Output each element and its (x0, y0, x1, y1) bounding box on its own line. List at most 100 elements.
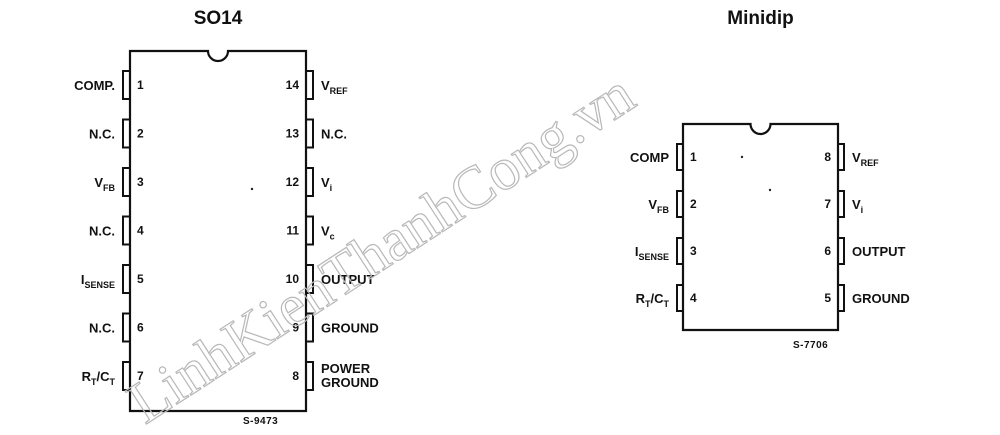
scan-dot (740, 155, 744, 159)
pin-label: N.C. (89, 224, 115, 239)
pin-12: 12 Vi (286, 167, 332, 197)
watermark: LinhKienThanhCong.vn (116, 60, 647, 435)
pin-tab (306, 167, 314, 197)
pin-8: 8 VREF (824, 143, 879, 171)
pin-10: 10 OUTPUT (286, 264, 375, 294)
pin-label: GROUND (852, 291, 910, 306)
pin-label: POWER (321, 361, 371, 376)
pin-label: RT/CT (636, 291, 670, 309)
pin-label: N.C. (89, 321, 115, 336)
pin-number: 5 (137, 272, 144, 286)
pin-label: N.C. (321, 127, 347, 142)
pin-tab (676, 190, 683, 218)
pin-tab (122, 264, 130, 294)
pin-number: 6 (824, 244, 831, 258)
pin-number: 4 (137, 224, 144, 238)
pin-number: 3 (137, 175, 144, 189)
pin-tab (838, 237, 845, 265)
pin-number: 5 (824, 291, 831, 305)
pin-number: 8 (824, 150, 831, 164)
pin-tab (676, 143, 683, 171)
pin-6: 6 OUTPUT (824, 237, 906, 265)
pin-label: OUTPUT (852, 244, 906, 259)
package-body (681, 122, 840, 332)
pin-label: VREF (321, 78, 348, 96)
scan-dot (768, 188, 772, 192)
package-body (128, 49, 308, 413)
pin-number: 7 (824, 197, 831, 211)
pin-label: Vc (321, 224, 335, 242)
pin-6: 6 N.C. (89, 312, 144, 343)
pin-number: 13 (286, 127, 300, 141)
pin-number: 2 (137, 127, 144, 141)
pin-tab (838, 143, 845, 171)
pin-label: N.C. (89, 127, 115, 142)
pin-14: 14 VREF (286, 70, 348, 100)
pin-number: 11 (286, 224, 299, 238)
pin-tab (122, 312, 130, 343)
pin-tab (676, 237, 683, 265)
pin-tab (122, 361, 130, 391)
pin-label: ISENSE (81, 272, 115, 290)
pin-tab (306, 70, 314, 100)
pin-11: 11 Vc (286, 215, 335, 246)
pin-5: 5 ISENSE (81, 264, 144, 294)
pin-2: 2 VFB (648, 190, 697, 218)
package-title: Minidip (727, 8, 793, 29)
pin-tab (838, 284, 845, 312)
pin-label: VREF (852, 150, 879, 168)
pin-number: 12 (286, 175, 300, 189)
pin-tab (122, 118, 130, 149)
pin-label: RT/CT (82, 369, 116, 387)
pin-number: 9 (292, 321, 299, 335)
pin-tab (676, 284, 683, 312)
drawing-code: S-7706 (793, 340, 828, 351)
package-title: SO14 (194, 8, 243, 29)
pin-4: 4 N.C. (89, 215, 144, 246)
pin-tab (306, 264, 314, 294)
pin-7: 7 Vi (824, 190, 863, 218)
pin-2: 2 N.C. (89, 118, 144, 149)
pin-label-line2: GROUND (321, 375, 379, 390)
pin-label: Vi (852, 197, 863, 215)
drawing-code: S-9473 (243, 416, 278, 427)
pin-tab (306, 312, 314, 343)
pin-label: ISENSE (635, 244, 669, 262)
pin-number: 10 (286, 272, 300, 286)
pin-tab (306, 215, 314, 246)
pin-label: VFB (648, 197, 669, 215)
pin-label: VFB (94, 175, 115, 193)
pin-1: 1 COMP (630, 143, 697, 171)
pin-label: OUTPUT (321, 272, 375, 287)
pin-number: 8 (292, 369, 299, 383)
pin-tab (122, 70, 130, 100)
pin-3: 3 VFB (94, 167, 144, 197)
pin-tab (122, 167, 130, 197)
pin-tab (306, 361, 314, 391)
pin-number: 7 (137, 369, 144, 383)
scan-dot (250, 187, 254, 191)
pin-number: 2 (690, 197, 697, 211)
pin-number: 6 (137, 321, 144, 335)
pin-number: 1 (137, 78, 144, 92)
pin-5: 5 GROUND (824, 284, 910, 312)
so14-package: SO14S-94731COMP.2N.C.3VFB4N.C.5ISENSE6N.… (74, 8, 379, 427)
pin-tab (122, 215, 130, 246)
pin-4: 4 RT/CT (636, 284, 697, 312)
pin-label: COMP (630, 150, 669, 165)
watermark-text: LinhKienThanhCong.vn (116, 60, 645, 435)
pin-tab (838, 190, 845, 218)
pin-7: 7 RT/CT (82, 361, 144, 391)
pin-tab (306, 118, 314, 149)
pin-number: 3 (690, 244, 697, 258)
pin-label: Vi (321, 175, 332, 193)
pin-number: 4 (690, 291, 697, 305)
pin-number: 1 (690, 150, 697, 164)
pin-3: 3 ISENSE (635, 237, 697, 265)
pin-number: 14 (286, 78, 300, 92)
